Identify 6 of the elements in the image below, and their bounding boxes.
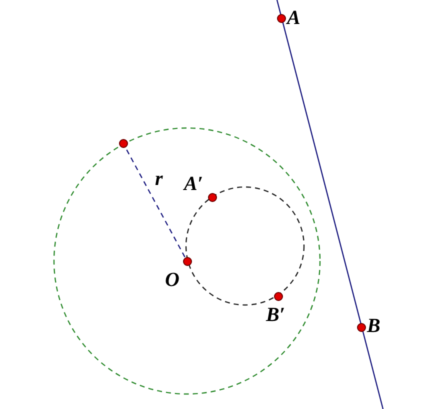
- point-label: A: [287, 6, 300, 30]
- point-label: B′: [266, 303, 285, 327]
- point-label: O: [165, 268, 180, 292]
- radius-line: [124, 146, 186, 258]
- point-label: B: [367, 314, 380, 338]
- point-label: A′: [184, 172, 203, 196]
